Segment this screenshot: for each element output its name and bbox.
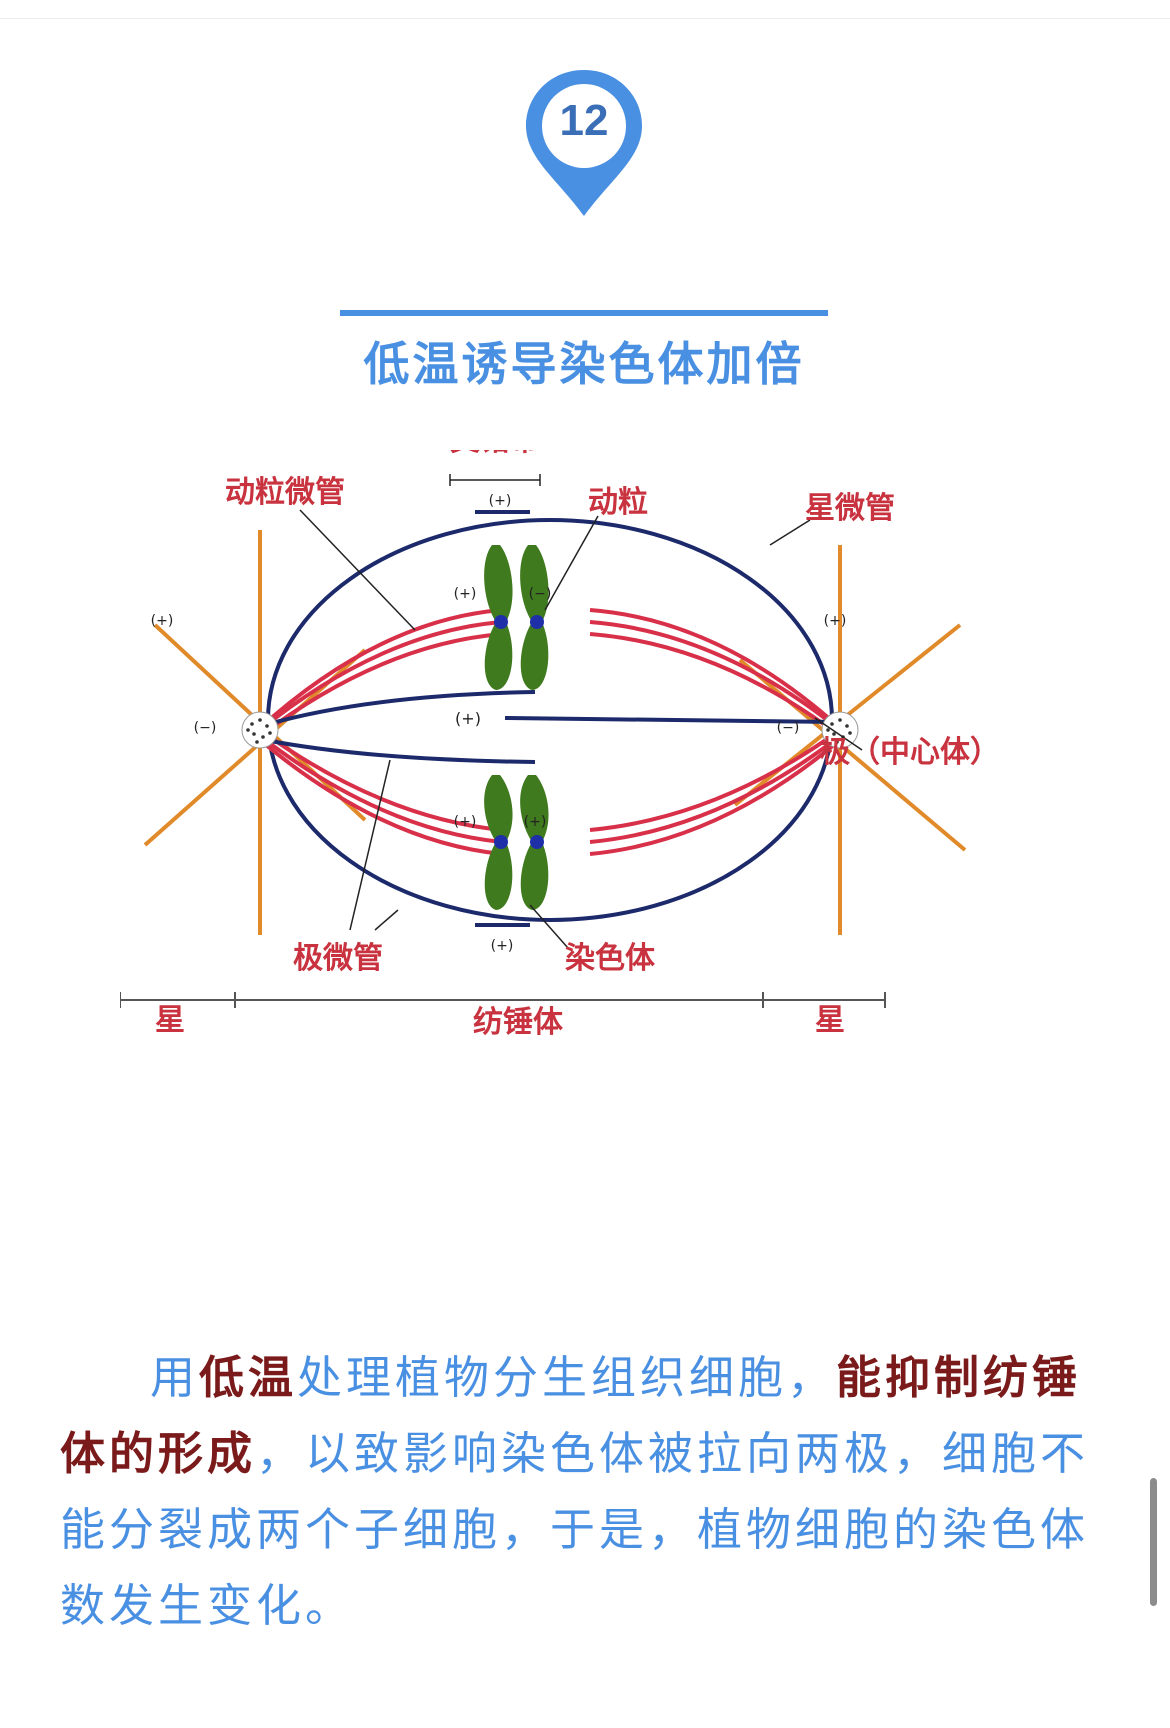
title-underline (340, 310, 828, 316)
label-aster-left: 星 (155, 1003, 185, 1038)
para-part-1: 用 (150, 1351, 200, 1404)
right-centrosome (821, 711, 859, 749)
sign-plus-lower-right: (+) (524, 814, 547, 830)
label-pole: 极（中心体） (820, 735, 1000, 770)
sign-plus-lower-left: (+) (454, 814, 477, 830)
label-kinetochore: 动粒 (588, 485, 648, 520)
sign-minus-right-pole: (−) (777, 720, 800, 736)
sign-plus-top: (+) (489, 493, 512, 509)
label-spindle: 纺锤体 (473, 1005, 564, 1040)
kinetochore-dots (494, 615, 544, 849)
left-centrosome (241, 711, 279, 749)
para-highlight-inhibit: 能抑制纺锤体的形成 (60, 1351, 1082, 1480)
label-astral-mt: 星微管 (805, 491, 895, 526)
para-highlight-low-temp: 低温 (199, 1351, 298, 1404)
sign-plus-left-aster: (+) (151, 613, 174, 629)
spindle-diagram: 交错带 动粒微管 动粒 星微管 极（中心体） 极微管 染色体 星 纺锤体 星 (… (120, 450, 1000, 1040)
location-pin-icon (526, 70, 642, 216)
sign-plus-bottom: (+) (491, 938, 514, 954)
sign-plus-right-aster: (+) (824, 613, 847, 629)
polar-microtubules (264, 510, 841, 927)
para-part-2: 处理植物分生组织细胞， (297, 1351, 837, 1404)
para-part-3: ，以致影响染色体被拉向两极，细胞不能分裂成两个子细胞，于是，植物细胞的染色体数发… (60, 1427, 1090, 1632)
description-paragraph: 用低温处理植物分生组织细胞，能抑制纺锤体的形成，以致影响染色体被拉向两极，细胞不… (60, 1340, 1110, 1644)
label-chromosome: 染色体 (565, 941, 656, 976)
label-aster-right: 星 (815, 1003, 845, 1038)
sign-minus-upper-right: (−) (529, 586, 552, 602)
section-number: 12 (559, 96, 609, 145)
scrollbar[interactable] (1150, 1478, 1157, 1606)
kinetochore-microtubules (258, 608, 842, 856)
sign-minus-left-pole: (−) (194, 720, 217, 736)
label-interzone: 交错带 (450, 450, 540, 458)
label-polar-mt: 极微管 (293, 941, 383, 976)
page-title: 低温诱导染色体加倍 (363, 337, 805, 391)
sign-plus-upper-left: (+) (454, 586, 477, 602)
sign-plus-center: (+) (455, 709, 481, 728)
scale-bar (120, 992, 886, 1008)
label-kinetochore-mt: 动粒微管 (225, 475, 345, 510)
top-divider (0, 18, 1170, 19)
